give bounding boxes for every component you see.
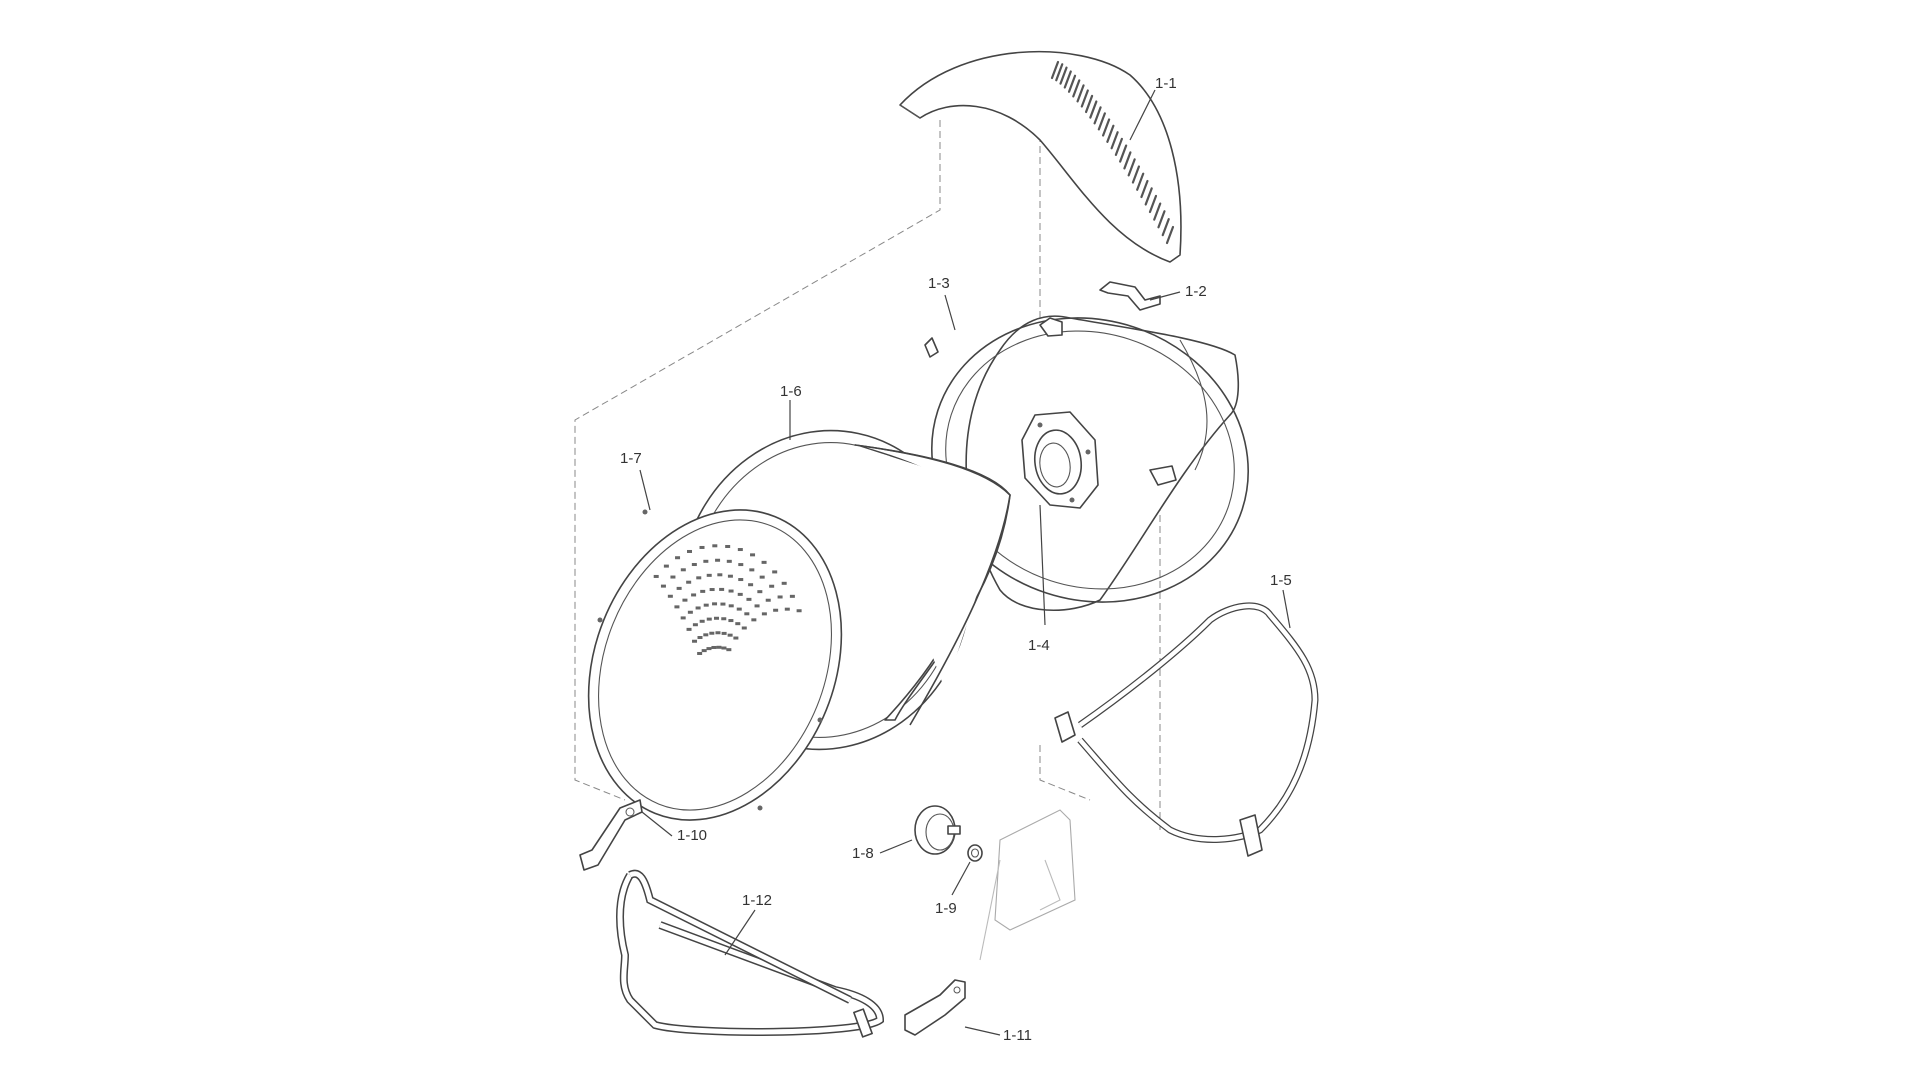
part-bottom-frame xyxy=(616,869,885,1038)
part-perforated-plate xyxy=(587,509,843,821)
part-small-bracket xyxy=(1099,281,1161,311)
callout-1-3: 1-3 xyxy=(928,275,950,292)
cover-slots xyxy=(1050,60,1175,245)
part-right-bracket xyxy=(904,979,966,1036)
part-hub-flange xyxy=(1021,411,1099,509)
callout-1-4: 1-4 xyxy=(1028,637,1050,654)
callout-1-10: 1-10 xyxy=(677,827,707,844)
part-slotted-cover xyxy=(899,50,1182,263)
callout-1-1: 1-1 xyxy=(1155,75,1177,92)
callout-1-7: 1-7 xyxy=(620,450,642,467)
part-knob xyxy=(914,805,961,855)
callout-1-8: 1-8 xyxy=(852,845,874,862)
callout-1-11: 1-11 xyxy=(1003,1027,1032,1044)
callout-1-12: 1-12 xyxy=(742,892,772,909)
callout-1-2: 1-2 xyxy=(1185,283,1207,300)
part-left-bracket xyxy=(579,799,643,871)
callout-1-6: 1-6 xyxy=(780,383,802,400)
callout-1-5: 1-5 xyxy=(1270,572,1292,589)
part-drum-housing xyxy=(924,315,1249,612)
leader-lines xyxy=(639,89,1291,1036)
callout-1-9: 1-9 xyxy=(935,900,957,917)
part-right-frame xyxy=(1054,602,1319,857)
part-washer xyxy=(967,844,983,862)
callout-labels: 1-1 1-2 1-3 1-4 1-5 1-6 1-7 1-8 1-9 1-10… xyxy=(620,75,1292,1044)
plate-perforations xyxy=(653,544,802,655)
machine-outline xyxy=(979,809,1076,961)
